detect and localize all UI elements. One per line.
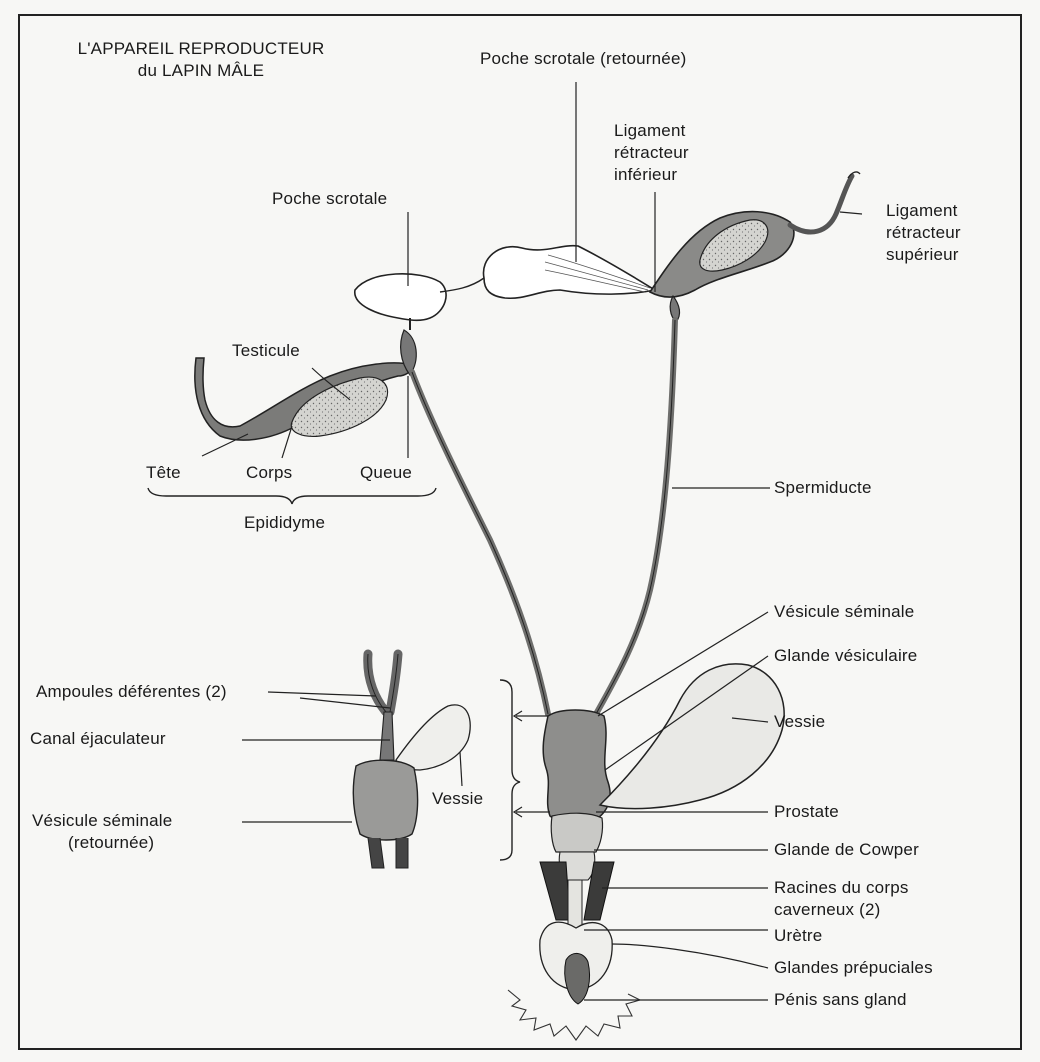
label-ampoules-deferentes: Ampoules déférentes (2) [36,681,227,703]
diagram-title-line2: du LAPIN MÂLE [46,60,356,82]
label-poche-scrotale-retournee: Poche scrotale (retournée) [480,48,686,70]
scrotal-connector [440,278,484,292]
inset-vesicule [353,760,417,840]
vessie-shape [600,664,784,809]
label-ligament-superieur-1: Ligament [886,200,958,222]
label-ligament-superieur-3: supérieur [886,244,959,266]
label-vesicule-retournee-2: (retournée) [68,832,154,854]
label-epididyme: Epididyme [244,512,325,534]
label-spermiducte: Spermiducte [774,477,872,499]
label-vesicule-retournee-1: Vésicule séminale [32,810,172,832]
label-tete: Tête [146,462,181,484]
label-corps: Corps [246,462,292,484]
label-vessie-left: Vessie [432,788,483,810]
label-ligament-inferieur-2: rétracteur [614,142,689,164]
uretre-shape [568,880,582,930]
label-ligament-superieur-2: rétracteur [886,222,961,244]
poche-retournee-shape [483,246,655,299]
inset-vessie [396,705,470,770]
label-prostate: Prostate [774,801,839,823]
diagram-title-line1: L'APPAREIL REPRODUCTEUR [46,38,356,60]
poche-scrotale-shape [355,274,446,320]
right-spermiducte [596,320,675,714]
label-glande-vesiculaire: Glande vésiculaire [774,645,917,667]
label-racines-2: caverneux (2) [774,899,881,921]
bracket-epididyme [148,488,436,504]
inset-ampoules [368,654,398,712]
racine-left [540,862,570,920]
label-testicule: Testicule [232,340,300,362]
label-ligament-inferieur-3: inférieur [614,164,677,186]
left-spermiducte [412,372,548,714]
ligament-superieur-shape [790,176,852,232]
label-vessie-right: Vessie [774,711,825,733]
prostate-shape [551,813,602,852]
label-penis-sans-gland: Pénis sans gland [774,989,907,1011]
label-glandes-preputiales: Glandes prépuciales [774,957,933,979]
inset-canal [380,712,394,760]
label-poche-scrotale: Poche scrotale [272,188,387,210]
penis-shape [565,953,590,1004]
left-testicule-shape [291,377,387,436]
label-racines-1: Racines du corps [774,877,909,899]
label-queue: Queue [360,462,412,484]
label-vesicule-seminale: Vésicule séminale [774,601,914,623]
label-glande-de-cowper: Glande de Cowper [774,839,919,861]
label-uretre: Urètre [774,925,822,947]
label-ligament-inferieur-1: Ligament [614,120,686,142]
label-canal-ejaculateur: Canal éjaculateur [30,728,166,750]
bracket-inset [500,680,520,860]
